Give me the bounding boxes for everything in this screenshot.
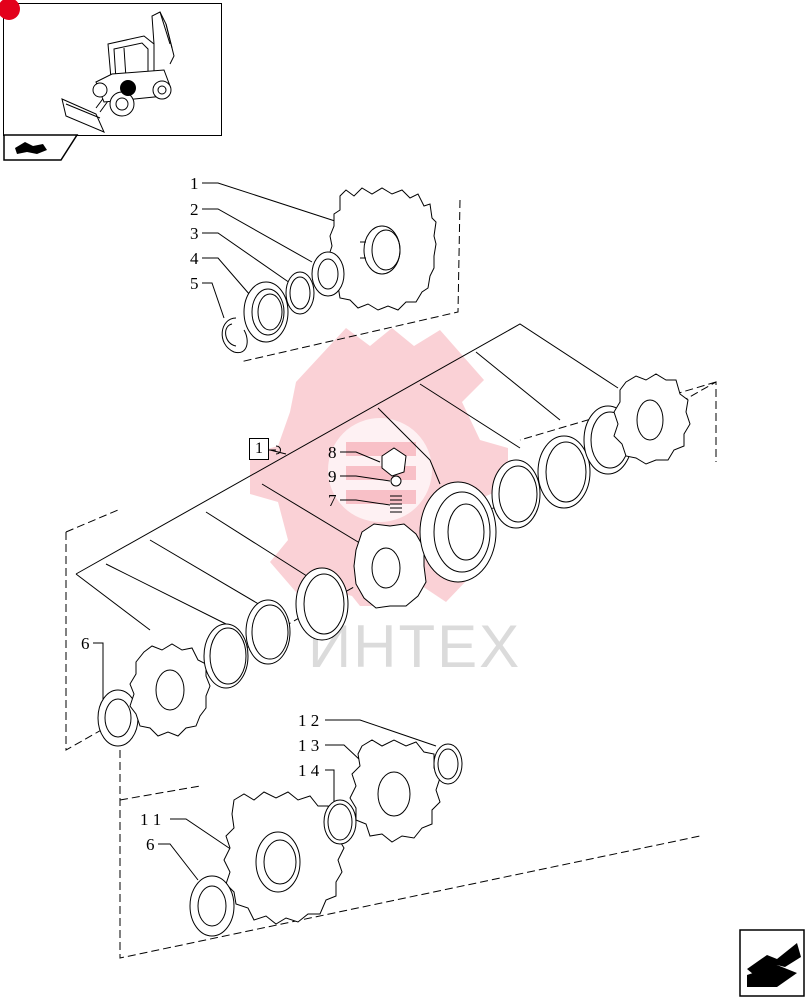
- reference-box[interactable]: 1: [249, 438, 269, 460]
- arrow-next-icon: [747, 943, 801, 979]
- callout-7: 7: [328, 491, 337, 510]
- callout-6-lower: 6: [146, 835, 155, 854]
- arrow-back-icon: [15, 142, 47, 154]
- reference-arrow-icon: [269, 445, 281, 455]
- callout-12: 1 2: [298, 711, 319, 730]
- callout-11: 1 1: [140, 810, 161, 829]
- callout-8: 8: [328, 443, 337, 462]
- next-page-button[interactable]: [739, 929, 805, 997]
- machine-thumbnail: [0, 0, 222, 136]
- callout-13: 1 3: [298, 736, 319, 755]
- callout-5: 5: [190, 274, 199, 293]
- location-dot: [120, 80, 136, 96]
- backhoe-loader-icon: [61, 11, 175, 133]
- callout-3: 3: [190, 224, 199, 243]
- red-corner-mark: [0, 0, 20, 20]
- callout-6-upper: 6: [81, 634, 90, 653]
- callout-14: 1 4: [298, 761, 320, 780]
- callout-1: 1: [190, 174, 199, 193]
- callout-2: 2: [190, 200, 199, 219]
- thumbnail-tab: [3, 134, 79, 161]
- callout-9: 9: [328, 467, 337, 486]
- callout-4: 4: [190, 249, 199, 268]
